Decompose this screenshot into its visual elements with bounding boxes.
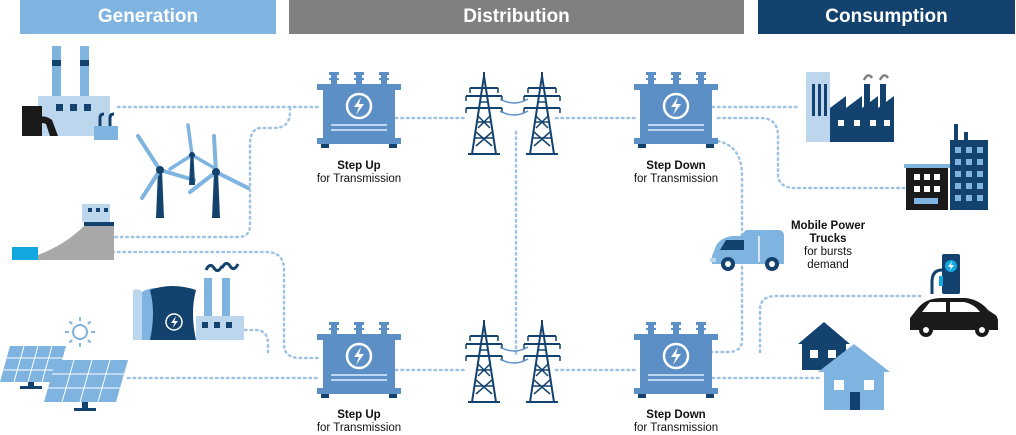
houses-icon <box>798 322 890 410</box>
wind-turbines-icon <box>136 123 250 218</box>
label-title: Mobile Power <box>790 220 866 232</box>
delivery-van-icon <box>710 230 784 271</box>
label-title: Trucks <box>809 233 847 245</box>
electric-car-charger-icon <box>910 254 998 337</box>
label-title: Step Down <box>646 160 706 172</box>
label-sub: for Transmission <box>316 173 402 185</box>
label-title: Step Up <box>337 409 381 421</box>
transformer-icon <box>315 70 403 150</box>
label-title: Step Up <box>337 160 381 172</box>
label-step-up-top: Step Up for Transmission <box>303 160 415 186</box>
label-sub: for Transmission <box>633 173 719 185</box>
label-sub: for bursts <box>804 246 852 258</box>
transformer-icon <box>632 320 720 400</box>
transformer-icon <box>632 70 720 150</box>
label-step-down-bottom: Step Down for Transmission <box>620 409 732 435</box>
banner-distribution: Distribution <box>289 0 744 34</box>
transmission-tower-icon <box>465 71 561 155</box>
industrial-factory-icon <box>806 72 894 142</box>
transmission-tower-icon <box>465 319 561 403</box>
label-step-up-bottom: Step Up for Transmission <box>303 409 415 435</box>
label-sub: for Transmission <box>316 422 402 434</box>
transformer-icon <box>315 320 403 400</box>
banner-generation: Generation <box>20 0 276 34</box>
label-step-down-top: Step Down for Transmission <box>620 160 732 186</box>
office-buildings-icon <box>904 124 988 210</box>
solar-panels-icon <box>0 317 128 411</box>
label-sub: demand <box>807 259 849 271</box>
nuclear-plant-icon <box>133 261 244 340</box>
label-sub: for Transmission <box>633 422 719 434</box>
label-mobile-power: Mobile Power Trucks for bursts demand <box>778 220 878 272</box>
factory-icon <box>22 46 118 140</box>
label-title: Step Down <box>646 409 706 421</box>
banner-consumption: Consumption <box>758 0 1015 34</box>
hydro-dam-icon <box>12 204 114 260</box>
